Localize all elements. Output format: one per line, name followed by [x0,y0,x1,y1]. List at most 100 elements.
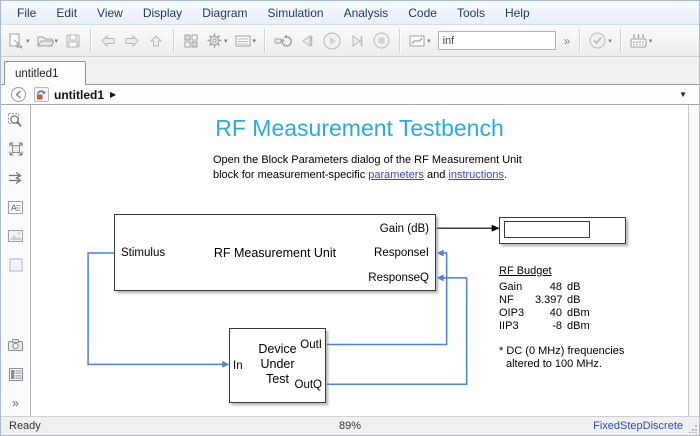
model-explorer-button[interactable]: ▾ [231,28,260,54]
vertical-scrollbar[interactable] [688,105,699,416]
port-label-responseq: ResponseQ [368,272,429,284]
run-icon [323,32,341,49]
wire-arrowhead [436,249,444,257]
document-tab-strip: untitled1 [1,57,699,85]
wire-outi-to-responsei[interactable] [326,252,448,346]
port-label-outq: OutQ [294,379,322,391]
step-back-icon [302,34,313,47]
menu-file[interactable]: File [17,5,37,20]
hide-explorer-bar-button[interactable] [11,87,26,102]
library-browser-icon [184,34,198,47]
instructions-link[interactable]: instructions [448,169,505,181]
run-button[interactable] [319,28,345,54]
model-file-icon [34,87,49,102]
library-browser-button[interactable] [179,28,203,54]
editor-main-area: A » RF Measurement Testbench Open the Bl [1,105,699,416]
menu-help[interactable]: Help [504,5,530,20]
budget-note: * DC (0 MHz) frequencies altered to 100 … [499,345,625,370]
new-model-button[interactable]: ▾ [5,28,33,54]
parameters-link[interactable]: parameters [368,169,424,181]
simulation-pacing-button[interactable]: ▾ [626,28,656,54]
back-button[interactable] [96,28,120,54]
wire-outq-to-responseq[interactable] [326,277,468,385]
chevron-down-icon: ▾ [427,37,431,45]
wire-stimulus-to-in[interactable] [87,252,224,366]
stop-time-input[interactable] [437,31,556,50]
port-label-outi: OutI [300,339,322,351]
update-diagram-button[interactable] [270,28,295,54]
toolbar-overflow-chevron[interactable]: » [563,33,571,48]
circle-left-arrow-icon [15,90,21,99]
port-label-gain: Gain (dB) [379,223,429,235]
annotation-button[interactable]: A [6,198,26,216]
signal-routing-button[interactable] [6,169,26,187]
step-forward-icon [352,34,363,47]
breadcrumb-arrow-icon[interactable]: ▶ [110,90,117,99]
menu-simulation[interactable]: Simulation [267,5,324,20]
simulation-display-button[interactable]: ▾ [405,28,434,54]
model-title-annotation: RF Measurement Testbench [215,115,504,141]
step-back-button[interactable] [295,28,319,54]
forward-arrow-icon [125,34,139,47]
image-icon [8,230,23,242]
menu-bar: File Edit View Display Diagram Simulatio… [1,1,699,25]
menu-diagram[interactable]: Diagram [202,5,248,20]
chevron-down-icon: ▾ [252,37,257,45]
back-arrow-icon [101,34,115,47]
zoom-level: 89% [338,420,362,432]
save-button[interactable] [61,28,85,54]
display-block[interactable] [499,217,626,244]
model-canvas[interactable]: RF Measurement Testbench Open the Block … [31,105,688,416]
open-button[interactable]: ▾ [33,28,62,54]
save-icon [66,34,80,47]
display-readout [504,221,590,238]
open-folder-icon [36,36,54,47]
zoom-select-button[interactable] [6,111,26,129]
area-box-button[interactable] [6,256,26,274]
viewmark-button[interactable] [6,336,26,354]
forward-button[interactable] [120,28,144,54]
toolbar-separator [173,28,175,53]
tab-untitled1[interactable]: untitled1 [4,61,86,85]
model-advisor-button[interactable]: ▾ [585,28,615,54]
model-browser-button[interactable] [6,365,26,383]
fit-to-view-button[interactable] [6,140,26,158]
subtitle-line2-prefix: block for measurement-specific [213,169,369,181]
resize-grip[interactable] [689,425,697,433]
wire-arrowhead [222,360,230,368]
menu-analysis[interactable]: Analysis [343,5,389,20]
menu-code[interactable]: Code [408,5,437,20]
wire-arrowhead [491,224,500,232]
toolbar: ▾ ▾ ▾ ▾ [1,25,699,57]
fit-to-view-icon [9,142,22,156]
palette-overflow-button[interactable]: » [6,394,26,412]
breadcrumb-bar: untitled1 ▶ ▼ [1,85,699,105]
model-explorer-icon [235,35,251,46]
toolbar-separator [264,28,266,53]
breadcrumb-dropdown-icon[interactable]: ▼ [679,90,687,99]
menu-edit[interactable]: Edit [56,5,78,20]
image-button[interactable] [6,227,26,245]
step-forward-button[interactable] [345,28,369,54]
menu-tools[interactable]: Tools [456,5,485,20]
port-label-in: In [233,360,243,372]
menu-view[interactable]: View [97,5,123,20]
breadcrumb-model-name[interactable]: untitled1 [54,87,104,102]
up-arrow-icon [149,35,163,47]
signal-wires [87,224,500,385]
stop-button[interactable] [369,28,394,54]
menu-display[interactable]: Display [142,5,183,20]
solver-name[interactable]: FixedStepDiscrete [593,420,683,432]
model-browser-icon [8,367,23,381]
new-model-icon [9,33,22,49]
scope-display-icon [409,35,425,46]
toolbar-separator [619,28,621,53]
up-button[interactable] [144,28,168,54]
model-settings-button[interactable]: ▾ [203,28,231,54]
annotation-icon: A [8,200,23,214]
block-label: RF Measurement Unit [213,246,337,260]
rf-measurement-unit-block[interactable]: Stimulus RF Measurement Unit Gain (dB) R… [114,214,436,291]
